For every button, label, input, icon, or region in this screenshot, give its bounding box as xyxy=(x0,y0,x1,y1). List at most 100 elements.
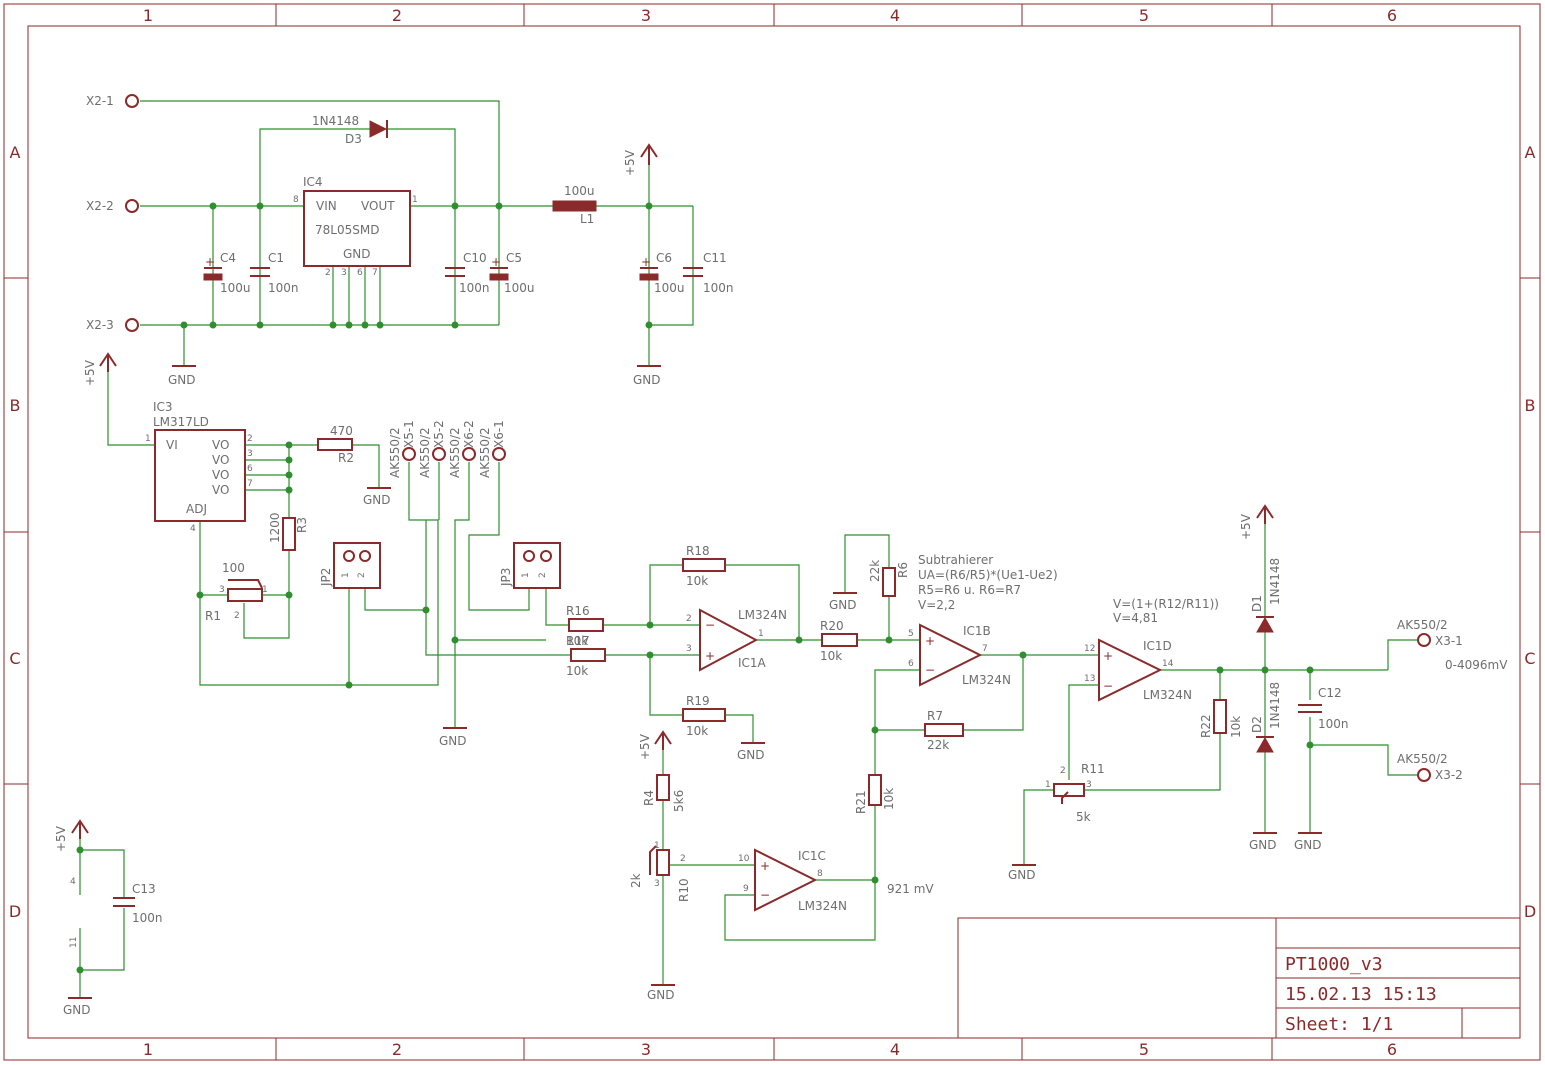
svg-text:X2-3: X2-3 xyxy=(86,318,114,332)
svg-text:3: 3 xyxy=(247,449,253,459)
row-label: D xyxy=(1524,902,1536,921)
col-label: 6 xyxy=(1387,6,1397,25)
gnd-r10: GND xyxy=(647,984,675,1002)
svg-text:C12: C12 xyxy=(1318,686,1342,700)
svg-text:GND: GND xyxy=(63,1003,91,1017)
svg-text:X3-1: X3-1 xyxy=(1435,634,1463,648)
svg-text:3: 3 xyxy=(341,268,347,278)
svg-text:7: 7 xyxy=(982,644,988,654)
svg-text:X2-1: X2-1 xyxy=(86,94,114,108)
svg-text:IC1C: IC1C xyxy=(798,849,826,863)
svg-text:R7: R7 xyxy=(927,709,943,723)
svg-text:+5V: +5V xyxy=(638,733,652,760)
svg-text:+: + xyxy=(705,649,715,663)
wires xyxy=(79,100,1418,998)
gnd-c12: GND xyxy=(1294,832,1322,852)
amp-gain-equation: V=(1+(R12/R11)) xyxy=(1113,597,1219,611)
svg-text:13: 13 xyxy=(1084,674,1095,684)
row-label: D xyxy=(9,902,21,921)
svg-text:D2: D2 xyxy=(1250,716,1264,733)
svg-text:X3-2: X3-2 xyxy=(1435,768,1463,782)
svg-text:R11: R11 xyxy=(1081,762,1105,776)
svg-text:GND: GND xyxy=(1249,838,1277,852)
svg-text:7: 7 xyxy=(247,479,253,489)
drawing-frame xyxy=(3,3,1541,1061)
terminal-x2-3: X2-3 xyxy=(86,318,139,332)
svg-text:GND: GND xyxy=(829,598,857,612)
svg-text:VO: VO xyxy=(212,468,229,482)
svg-text:+: + xyxy=(491,255,501,269)
resistor-r4: R4 5k6 xyxy=(642,774,686,812)
svg-text:D1: D1 xyxy=(1250,595,1264,612)
svg-text:2k: 2k xyxy=(629,873,643,888)
svg-text:10k: 10k xyxy=(686,574,708,588)
svg-text:GND: GND xyxy=(439,734,467,748)
terminal-x5-2: AK550/2 X5-2 xyxy=(418,420,446,478)
terminal-x3-1: AK550/2 X3-1 xyxy=(1397,618,1463,648)
svg-text:JP3: JP3 xyxy=(499,568,513,587)
svg-text:2: 2 xyxy=(680,854,686,864)
diode-d1: D1 1N4148 xyxy=(1250,558,1282,633)
inductor-l1: 100u L1 xyxy=(552,184,597,226)
svg-text:−: − xyxy=(705,618,715,632)
resistor-r20: R20 10k xyxy=(820,619,858,663)
svg-text:ADJ: ADJ xyxy=(186,502,207,516)
svg-text:7: 7 xyxy=(372,268,378,278)
opamp-ic1a: − + 23 1 LM324N IC1A xyxy=(686,608,787,672)
svg-text:9: 9 xyxy=(743,884,749,894)
svg-text:R10: R10 xyxy=(677,878,691,902)
sheet-number: Sheet: 1/1 xyxy=(1285,1014,1393,1035)
trimmer-r11: R11 5k 12 3 xyxy=(1045,762,1105,824)
col-label: 4 xyxy=(890,1040,900,1059)
svg-text:2: 2 xyxy=(247,434,253,444)
svg-text:IC1A: IC1A xyxy=(738,656,767,670)
svg-text:10k: 10k xyxy=(1229,716,1243,738)
svg-text:GND: GND xyxy=(168,373,196,387)
svg-text:10k: 10k xyxy=(820,649,842,663)
svg-text:3: 3 xyxy=(654,879,660,889)
reference-voltage: 921 mV xyxy=(887,882,934,896)
svg-text:8: 8 xyxy=(293,195,299,205)
amp-gain-value: V=4,81 xyxy=(1113,611,1158,625)
svg-text:VO: VO xyxy=(212,453,229,467)
gnd-d2: GND xyxy=(1249,832,1277,852)
svg-text:2: 2 xyxy=(538,572,548,578)
svg-text:IC1D: IC1D xyxy=(1143,639,1172,653)
svg-text:−: − xyxy=(925,663,935,677)
svg-text:C5: C5 xyxy=(506,251,522,265)
svg-text:100u: 100u xyxy=(564,184,595,198)
subtractor-equation: UA=(R6/R5)*(Ue1-Ue2) xyxy=(918,568,1058,582)
svg-text:8: 8 xyxy=(817,869,823,879)
drawing-date: 15.02.13 15:13 xyxy=(1285,984,1437,1005)
capacitor-c1: C1 100n xyxy=(250,251,299,295)
gnd-r6: GND xyxy=(829,592,857,612)
svg-text:R6: R6 xyxy=(896,562,910,578)
svg-text:VO: VO xyxy=(212,438,229,452)
svg-text:AK550/2: AK550/2 xyxy=(418,427,432,478)
svg-text:+: + xyxy=(205,255,215,269)
svg-text:14: 14 xyxy=(1162,659,1174,669)
svg-text:R18: R18 xyxy=(686,544,710,558)
capacitor-c11: C11 100n xyxy=(683,251,734,295)
svg-text:AK550/2: AK550/2 xyxy=(448,427,462,478)
gnd-top-right: GND xyxy=(633,365,661,387)
diode-d3: 1N4148 D3 xyxy=(312,114,388,146)
svg-text:+: + xyxy=(1103,649,1113,663)
row-labels-right: A B C D xyxy=(1524,143,1536,921)
svg-text:X5-1: X5-1 xyxy=(402,420,416,448)
row-label: C xyxy=(1524,649,1535,668)
svg-text:470: 470 xyxy=(330,424,353,438)
svg-text:1: 1 xyxy=(341,572,351,578)
capacitor-c13: C13 100n 4 11 xyxy=(69,877,163,948)
col-label: 6 xyxy=(1387,1040,1397,1059)
regulator-ic3: IC3 LM317LD VI VO VO VO VO ADJ 1 23 67 4 xyxy=(145,400,253,534)
svg-text:LM324N: LM324N xyxy=(962,673,1011,687)
svg-text:10k: 10k xyxy=(566,634,588,648)
svg-text:6: 6 xyxy=(247,464,253,474)
jumper-jp3: JP3 1 2 xyxy=(499,542,561,589)
svg-text:AK550/2: AK550/2 xyxy=(388,427,402,478)
col-label: 1 xyxy=(143,6,153,25)
svg-text:C13: C13 xyxy=(132,882,156,896)
svg-text:IC3: IC3 xyxy=(153,400,173,414)
svg-text:R21: R21 xyxy=(854,790,868,814)
